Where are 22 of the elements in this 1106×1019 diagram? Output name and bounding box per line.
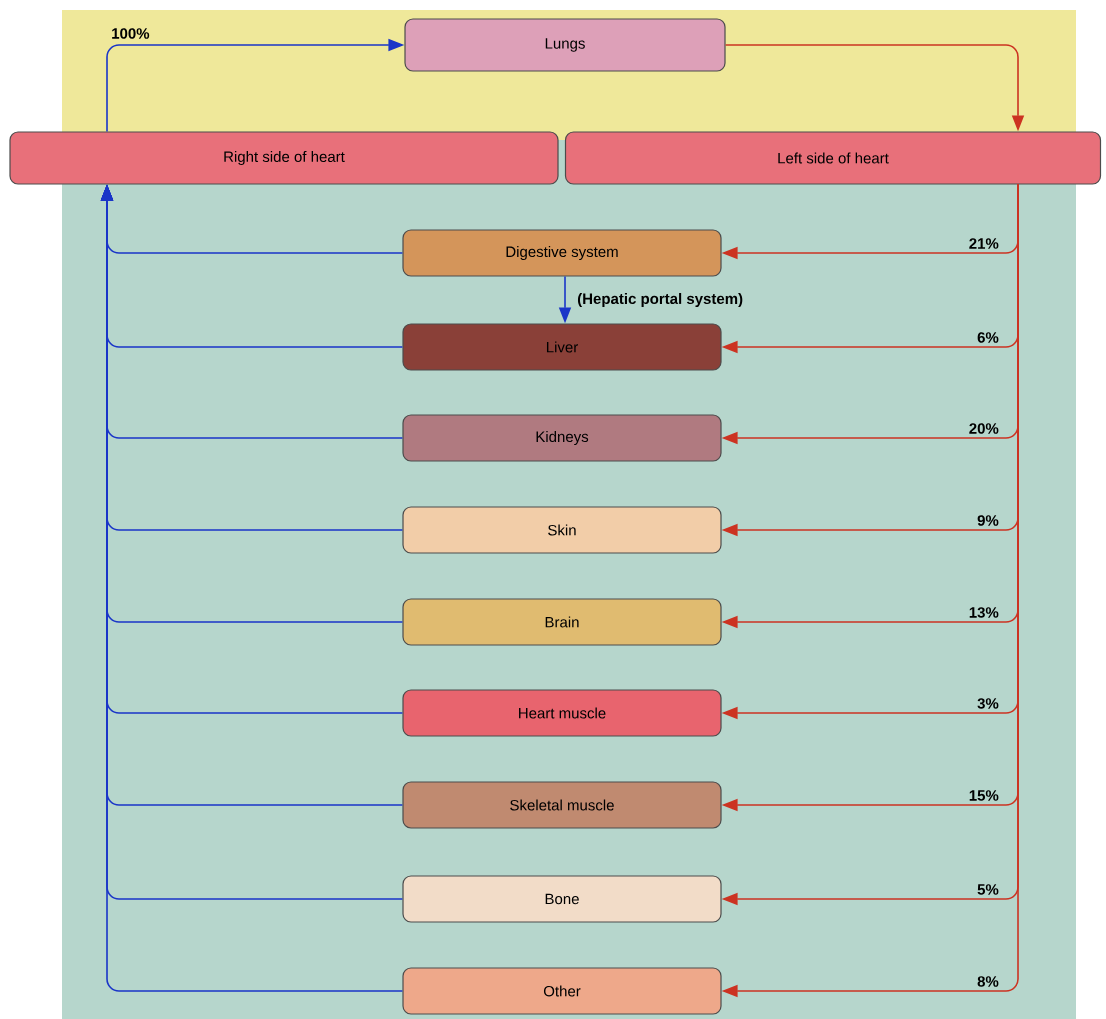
- edge-label: 15%: [967, 789, 1000, 802]
- edge-label: 5%: [976, 883, 1000, 896]
- organ-box: Heart muscle: [402, 689, 722, 737]
- edge-label: 8%: [976, 975, 1000, 988]
- organ-box: Kidneys: [402, 414, 722, 462]
- organ-box: Skeletal muscle: [402, 781, 722, 829]
- edge-label: (Hepatic portal system): [576, 292, 745, 308]
- edge-label: 3%: [976, 697, 1000, 710]
- organ-box: Skin: [402, 506, 722, 554]
- organ-box: Liver: [402, 323, 722, 371]
- organ-box: Digestive system: [402, 229, 722, 277]
- edge-label: 6%: [976, 331, 1000, 344]
- edge-label: 20%: [967, 422, 1000, 435]
- lungs-box: Lungs: [404, 18, 726, 72]
- edge-label: 13%: [967, 606, 1000, 619]
- edge-label: 9%: [976, 514, 1000, 527]
- organ-box: Other: [402, 967, 722, 1015]
- edge-label: 100%: [110, 27, 151, 40]
- organ-box: Bone: [402, 875, 722, 923]
- edge-label: 21%: [967, 237, 1000, 250]
- heart-box: Left side of heart: [564, 131, 1102, 185]
- organ-box: Brain: [402, 598, 722, 646]
